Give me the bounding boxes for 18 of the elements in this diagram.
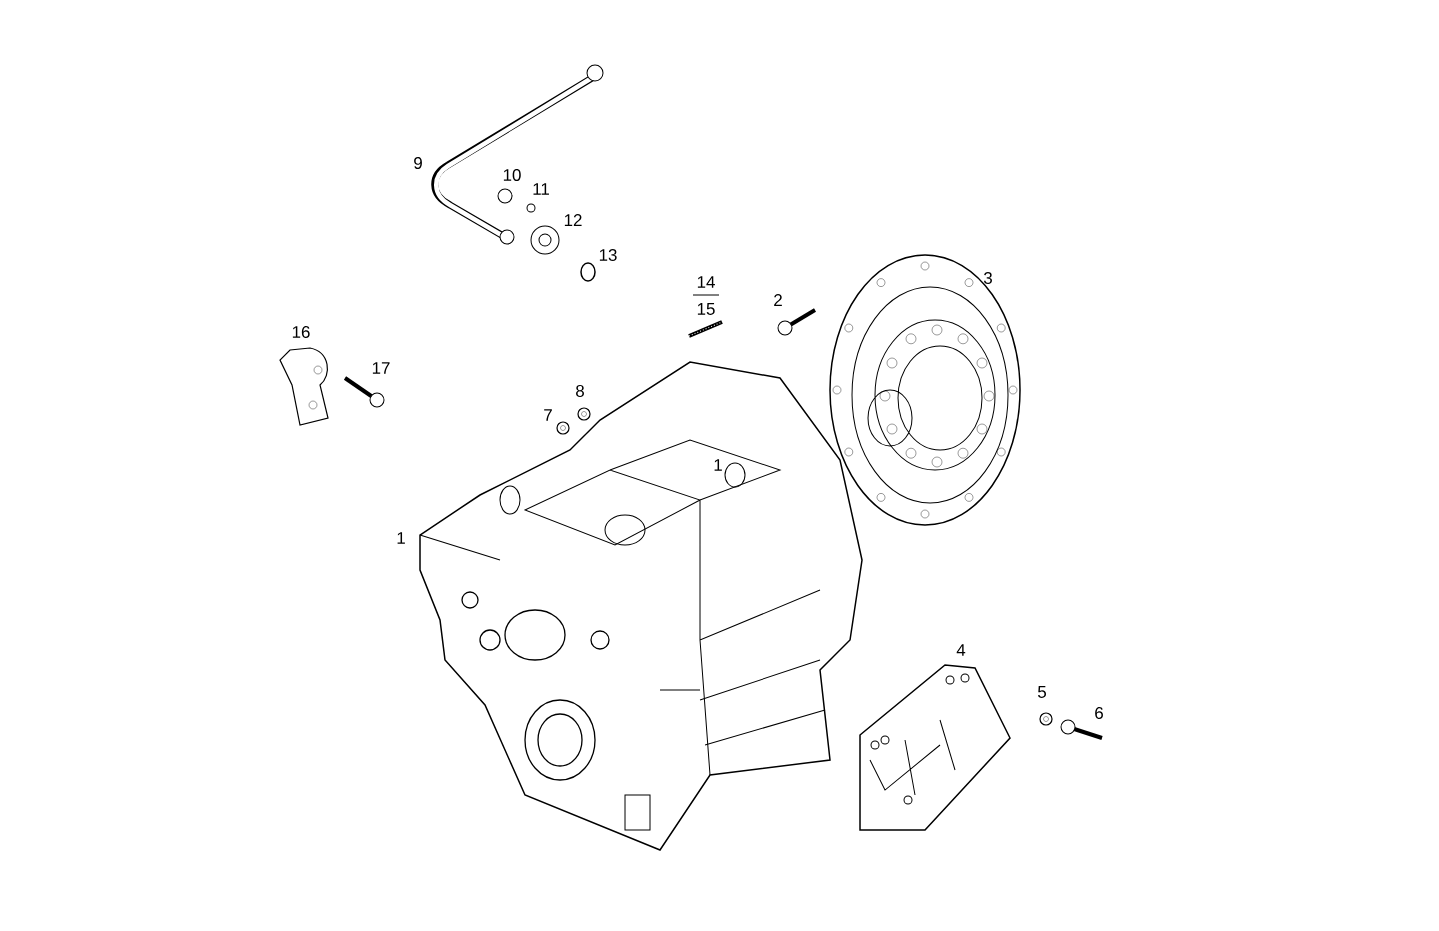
callout-number: 9 [414,157,422,169]
callout-number: 3 [983,272,992,284]
callout-number: 15 [697,303,715,315]
callout-number: 17 [372,362,390,374]
callout-number: 4 [956,644,966,656]
callout-number: 10 [503,169,521,181]
callout-number: 7 [544,409,552,421]
callout-number: 14 [697,276,715,288]
callout-number: 16 [292,326,310,338]
callout-number: 1 [714,459,722,471]
callout-number: 1 [397,532,405,544]
callout-number: 8 [576,385,584,397]
callout-number: 2 [774,294,782,306]
callout-number: 12 [564,214,582,226]
callout-number: 6 [1095,707,1103,719]
callout-number: 5 [1038,686,1046,698]
callout-number: 13 [599,249,617,261]
callout-number: 11 [533,183,549,195]
